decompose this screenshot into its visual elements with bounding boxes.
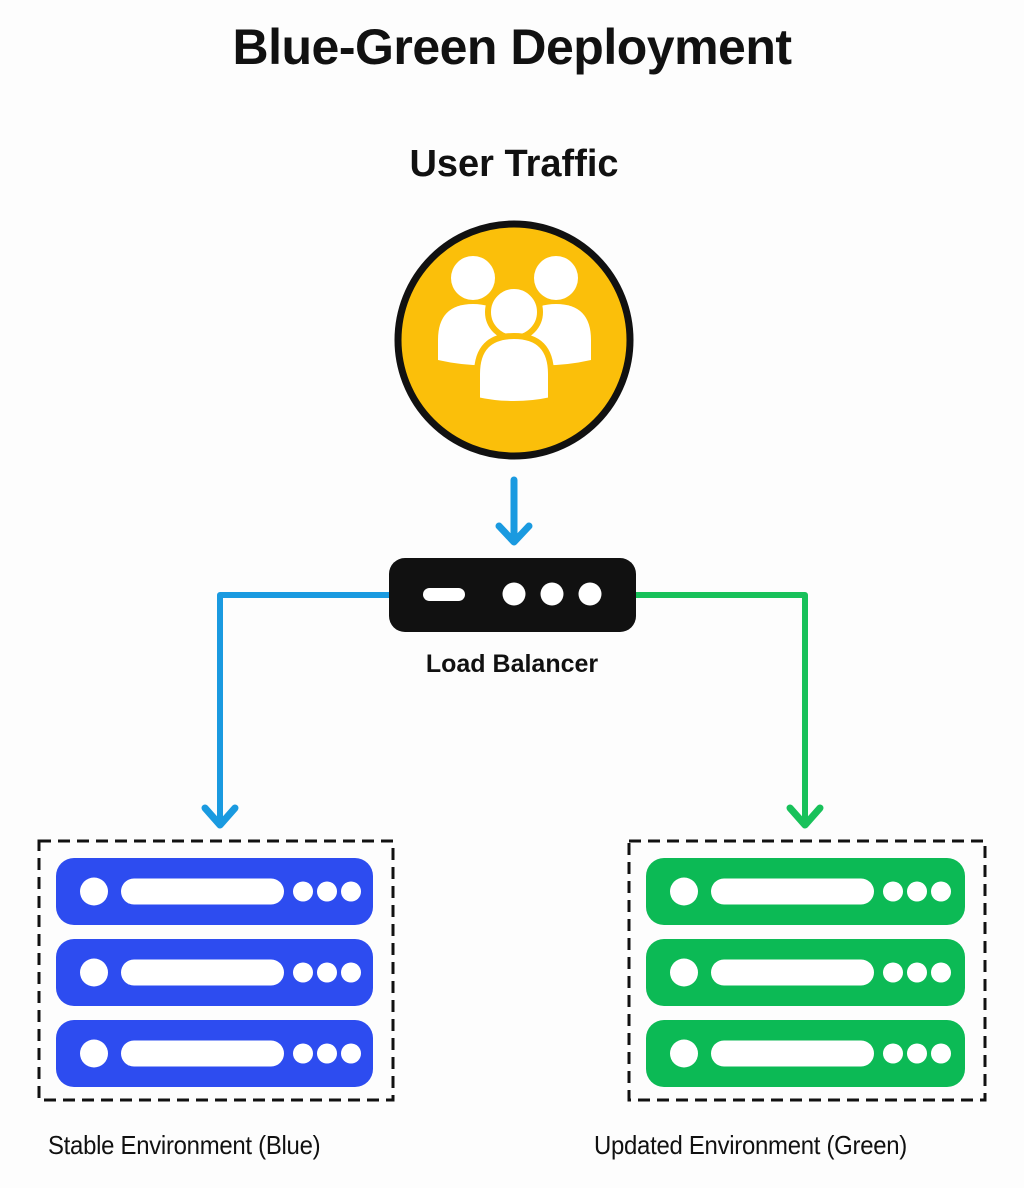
- diagram-title: Blue-Green Deployment: [232, 19, 792, 75]
- server-unit-icon: [56, 939, 373, 1006]
- user-traffic-label: User Traffic: [409, 143, 619, 185]
- server-unit-icon: [56, 1020, 373, 1087]
- server-unit-icon: [646, 939, 965, 1006]
- environment-dashed-border: [627, 839, 987, 1102]
- stable-environment-blue: [37, 839, 395, 1102]
- load-balancer-device-icon: [389, 558, 636, 632]
- stable-environment-label: Stable Environment (Blue): [48, 1130, 321, 1160]
- users-group-icon: [394, 220, 634, 460]
- arrow-lb-to-green: [636, 592, 824, 829]
- arrow-traffic-to-lb: [495, 476, 533, 546]
- updated-environment-label: Updated Environment (Green): [594, 1130, 907, 1160]
- server-unit-icon: [646, 858, 965, 925]
- arrow-lb-to-blue: [201, 592, 392, 829]
- updated-environment-green: [627, 839, 987, 1102]
- server-unit-icon: [646, 1020, 965, 1087]
- environment-dashed-border: [37, 839, 395, 1102]
- load-balancer-label: Load Balancer: [425, 650, 599, 678]
- server-unit-icon: [56, 858, 373, 925]
